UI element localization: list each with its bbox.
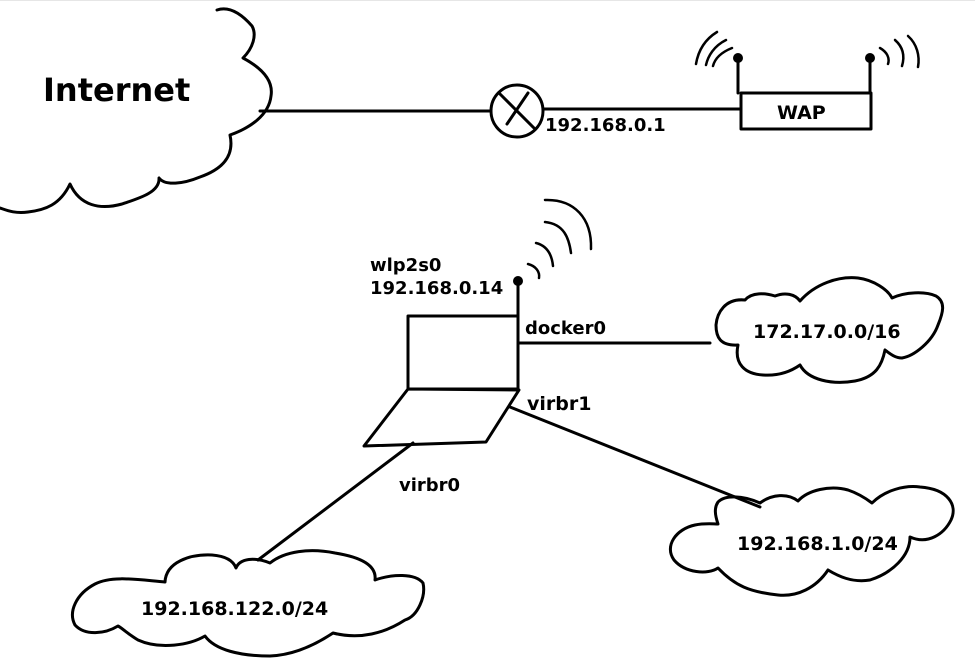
internet-label: Internet xyxy=(43,71,190,109)
virbr1-network-label: 192.168.1.0/24 xyxy=(737,533,898,555)
virbr1-link xyxy=(508,405,762,509)
laptop-interface-label: wlp2s0 xyxy=(370,255,441,276)
laptop-antenna-icon xyxy=(513,198,593,318)
virbr0-network-cloud xyxy=(71,549,426,658)
wap-right-antenna-icon xyxy=(865,34,920,95)
virbr0-link xyxy=(256,441,415,562)
wap-box xyxy=(739,91,873,131)
virbr0-network-label: 192.168.122.0/24 xyxy=(141,598,328,620)
virbr0-label: virbr0 xyxy=(399,475,460,496)
docker0-label: docker0 xyxy=(525,318,606,339)
virbr1-label: virbr1 xyxy=(527,393,591,415)
laptop-icon xyxy=(362,314,521,448)
wap-left-antenna-icon xyxy=(694,30,743,95)
router-ip-label: 192.168.0.1 xyxy=(545,115,666,136)
docker-network-cloud xyxy=(714,276,945,384)
virbr1-network-cloud xyxy=(668,485,955,597)
wap-label: WAP xyxy=(777,102,826,124)
router-icon xyxy=(489,83,545,139)
laptop-ip-label: 192.168.0.14 xyxy=(370,278,503,299)
internet-cloud xyxy=(0,7,273,214)
docker-network-label: 172.17.0.0/16 xyxy=(753,321,901,343)
